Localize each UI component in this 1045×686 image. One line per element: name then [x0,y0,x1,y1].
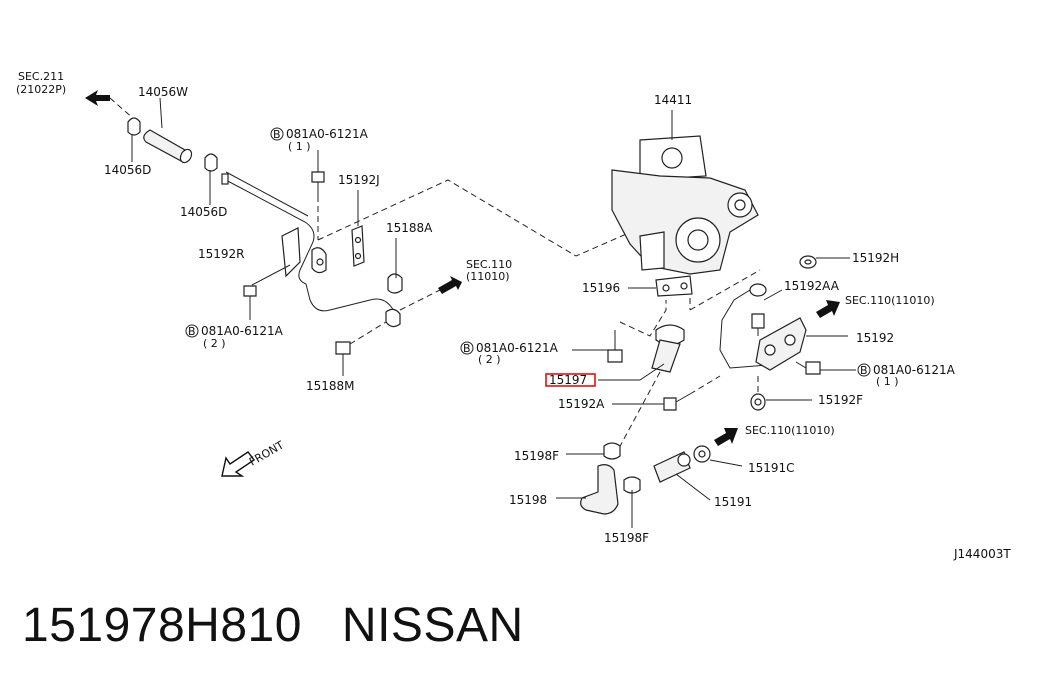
fitting-15197 [651,324,685,373]
eyebolt-15192a [663,393,691,411]
bolt-b-circle-4 [857,363,871,377]
label-bolt4-qty: ( 1 ) [876,375,899,388]
hose-15198 [580,464,619,515]
label-bolt4-b: B [860,364,868,377]
label-sec211: SEC.211 [18,70,64,83]
label-15192f[interactable]: 15192F [818,393,863,407]
label-sec211-sub: (21022P) [16,83,66,96]
label-bolt1-b: B [273,128,281,141]
label-14411[interactable]: 14411 [654,93,692,107]
label-15188m[interactable]: 15188M [306,379,355,393]
label-15191c[interactable]: 15191C [748,461,795,475]
label-15197[interactable]: 15197 [549,373,587,387]
clip-15188a [387,273,403,294]
connector-15191 [653,451,691,483]
bolt-081a0-right [795,361,821,375]
label-front: FRONT [247,438,286,468]
oil-pipe-15192 [719,289,807,371]
bracket-15192j [351,225,365,267]
label-15192r[interactable]: 15192R [198,247,245,261]
label-bolt2[interactable]: 081A0-6121A [201,324,284,338]
label-14056d-b[interactable]: 14056D [180,205,227,219]
label-14056w[interactable]: 14056W [138,85,188,99]
caption-brand: NISSAN [341,599,524,652]
clamp-15198f-lower [623,476,641,494]
bolt-081a0-1 [311,171,325,196]
label-15198f-b[interactable]: 15198F [604,531,649,545]
label-15188a[interactable]: 15188A [386,221,433,235]
water-pipe-15192r [221,171,401,319]
bolt-b-circle-1 [270,127,284,141]
hose-14056w [143,129,193,164]
label-sec110-c: SEC.110(11010) [745,424,835,437]
turbocharger-14411 [611,135,759,275]
gasket-15196 [655,275,693,297]
sec110-arrow-icon-c [714,428,738,446]
bolt-081a0-middle [607,330,623,363]
label-bolt2-qty: ( 2 ) [203,337,226,350]
part-caption: 151978H810 NISSAN [22,598,564,653]
label-15191[interactable]: 15191 [714,495,752,509]
label-bolt1-qty: ( 1 ) [288,140,311,153]
sec110-arrow-icon-b [816,300,840,318]
bolt-b-circle-3 [460,341,474,355]
label-sec110-a-sub: (11010) [466,270,510,283]
washer-15192h [799,255,817,269]
label-sec110-b: SEC.110(11010) [845,294,935,307]
eyebolt-15192aa [749,283,767,336]
label-bolt2-b: B [188,325,196,338]
bolt-b-circle-2 [185,324,199,338]
label-15198f-a[interactable]: 15198F [514,449,559,463]
label-bolt3-qty: ( 2 ) [478,353,501,366]
washer-15192f [750,393,766,411]
label-15198[interactable]: 15198 [509,493,547,507]
parts-diagram: SEC.211 (21022P) 14056W 14056D 14056D B … [16,70,1011,561]
clamp-15198f-upper [603,442,621,460]
label-15192j[interactable]: 15192J [338,173,380,187]
caption-part-number: 151978H810 [22,599,302,652]
label-diagram-id: J144003T [953,547,1011,561]
bolt-081a0-2 [243,285,257,306]
label-15192h[interactable]: 15192H [852,251,899,265]
label-bolt3[interactable]: 081A0-6121A [476,341,559,355]
label-14056d-a[interactable]: 14056D [104,163,151,177]
label-15192a[interactable]: 15192A [558,397,605,411]
clamp-14056d-upper [127,117,141,136]
label-bolt3-b: B [463,342,471,355]
clamp-14056d-lower [204,153,218,172]
front-arrow-icon [221,451,256,477]
highlight-box-15197 [545,373,596,387]
label-bolt1[interactable]: 081A0-6121A [286,127,369,141]
label-bolt4[interactable]: 081A0-6121A [873,363,956,377]
sec110-arrow-icon-a [438,276,462,294]
sec211-arrow-icon [85,90,110,106]
clip-15188m [335,341,351,355]
label-15192[interactable]: 15192 [856,331,894,345]
label-15196[interactable]: 15196 [582,281,620,295]
label-15192aa[interactable]: 15192AA [784,279,840,293]
clamp-pipe [385,308,401,328]
label-sec110-a: SEC.110 [466,258,512,271]
washer-15191c [693,445,711,463]
